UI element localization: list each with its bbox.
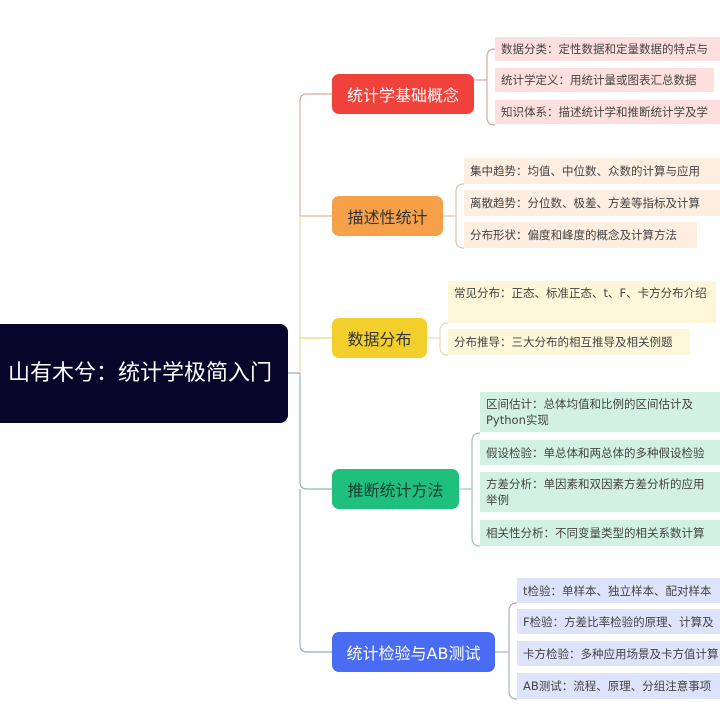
leaf-label: 知识体系：描述统计学和推断统计学及学: [501, 105, 708, 119]
branch-label: 描述性统计: [347, 208, 428, 227]
leaf-t-test[interactable]: t检验：单样本、独立样本、配对样本: [517, 578, 720, 603]
leaf-central-tendency[interactable]: 集中趋势：均值、中位数、众数的计算与应用: [464, 158, 720, 184]
leaf-data-classification[interactable]: 数据分类：定性数据和定量数据的特点与: [495, 37, 720, 61]
branch-data-distribution[interactable]: 数据分布: [332, 318, 427, 358]
leaf-common-distributions[interactable]: 常见分布：正态、标准正态、t、F、卡方分布介绍: [448, 281, 716, 323]
leaf-correlation-analysis[interactable]: 相关性分析：不同变量类型的相关系数计算: [480, 520, 720, 546]
leaf-label: 假设检验：单总体和两总体的多种假设检验: [486, 446, 705, 460]
leaf-label: 相关性分析：不同变量类型的相关系数计算: [486, 526, 705, 540]
leaf-label: 分布推导：三大分布的相互推导及相关例题: [454, 335, 673, 349]
leaf-label: 常见分布：正态、标准正态、t、F、卡方分布介绍: [454, 286, 707, 300]
leaf-dispersion[interactable]: 离散趋势：分位数、极差、方差等指标及计算: [464, 190, 720, 216]
leaf-knowledge-system[interactable]: 知识体系：描述统计学和推断统计学及学: [495, 100, 720, 124]
branch-testing-ab[interactable]: 统计检验与AB测试: [332, 632, 495, 672]
leaf-label: 离散趋势：分位数、极差、方差等指标及计算: [470, 196, 700, 210]
leaf-label: F检验：方差比率检验的原理、计算及: [523, 615, 714, 629]
leaf-f-test[interactable]: F检验：方差比率检验的原理、计算及: [517, 609, 720, 634]
leaf-chi-square-test[interactable]: 卡方检验：多种应用场景及卡方值计算: [517, 641, 720, 666]
leaf-distribution-derivation[interactable]: 分布推导：三大分布的相互推导及相关例题: [448, 329, 690, 355]
leaf-label: 方差分析：单因素和双因素方差分析的应用举例: [486, 477, 705, 507]
leaf-label: 统计学定义：用统计量或图表汇总数据: [501, 73, 697, 87]
leaf-statistics-definition[interactable]: 统计学定义：用统计量或图表汇总数据: [495, 68, 714, 92]
leaf-anova[interactable]: 方差分析：单因素和双因素方差分析的应用举例: [480, 472, 720, 512]
branch-label: 统计检验与AB测试: [346, 644, 481, 663]
root-topic-label: 山有木兮：统计学极简入门: [7, 360, 272, 386]
branch-label: 推断统计方法: [347, 481, 444, 500]
branch-inferential-statistics[interactable]: 推断统计方法: [332, 469, 459, 509]
leaf-hypothesis-testing[interactable]: 假设检验：单总体和两总体的多种假设检验: [480, 440, 720, 465]
leaf-label: 卡方检验：多种应用场景及卡方值计算: [523, 647, 719, 661]
leaf-interval-estimation[interactable]: 区间估计：总体均值和比例的区间估计及Python实现: [480, 392, 720, 432]
branch-label: 统计学基础概念: [346, 86, 459, 105]
leaf-label: 区间估计：总体均值和比例的区间估计及Python实现: [486, 397, 693, 427]
branch-descriptive-statistics[interactable]: 描述性统计: [332, 196, 443, 236]
branch-label: 数据分布: [347, 330, 412, 349]
branch-basic-concepts[interactable]: 统计学基础概念: [332, 74, 474, 114]
leaf-label: t检验：单样本、独立样本、配对样本: [523, 584, 712, 598]
leaf-label: 集中趋势：均值、中位数、众数的计算与应用: [470, 164, 700, 178]
leaf-label: 分布形状：偏度和峰度的概念及计算方法: [470, 228, 677, 242]
leaf-distribution-shape[interactable]: 分布形状：偏度和峰度的概念及计算方法: [464, 222, 697, 248]
root-topic[interactable]: 山有木兮：统计学极简入门: [0, 324, 288, 423]
leaf-label: 数据分类：定性数据和定量数据的特点与: [501, 42, 708, 56]
leaf-ab-testing[interactable]: AB测试：流程、原理、分组注意事项: [517, 673, 720, 699]
leaf-label: AB测试：流程、原理、分组注意事项: [523, 679, 712, 693]
